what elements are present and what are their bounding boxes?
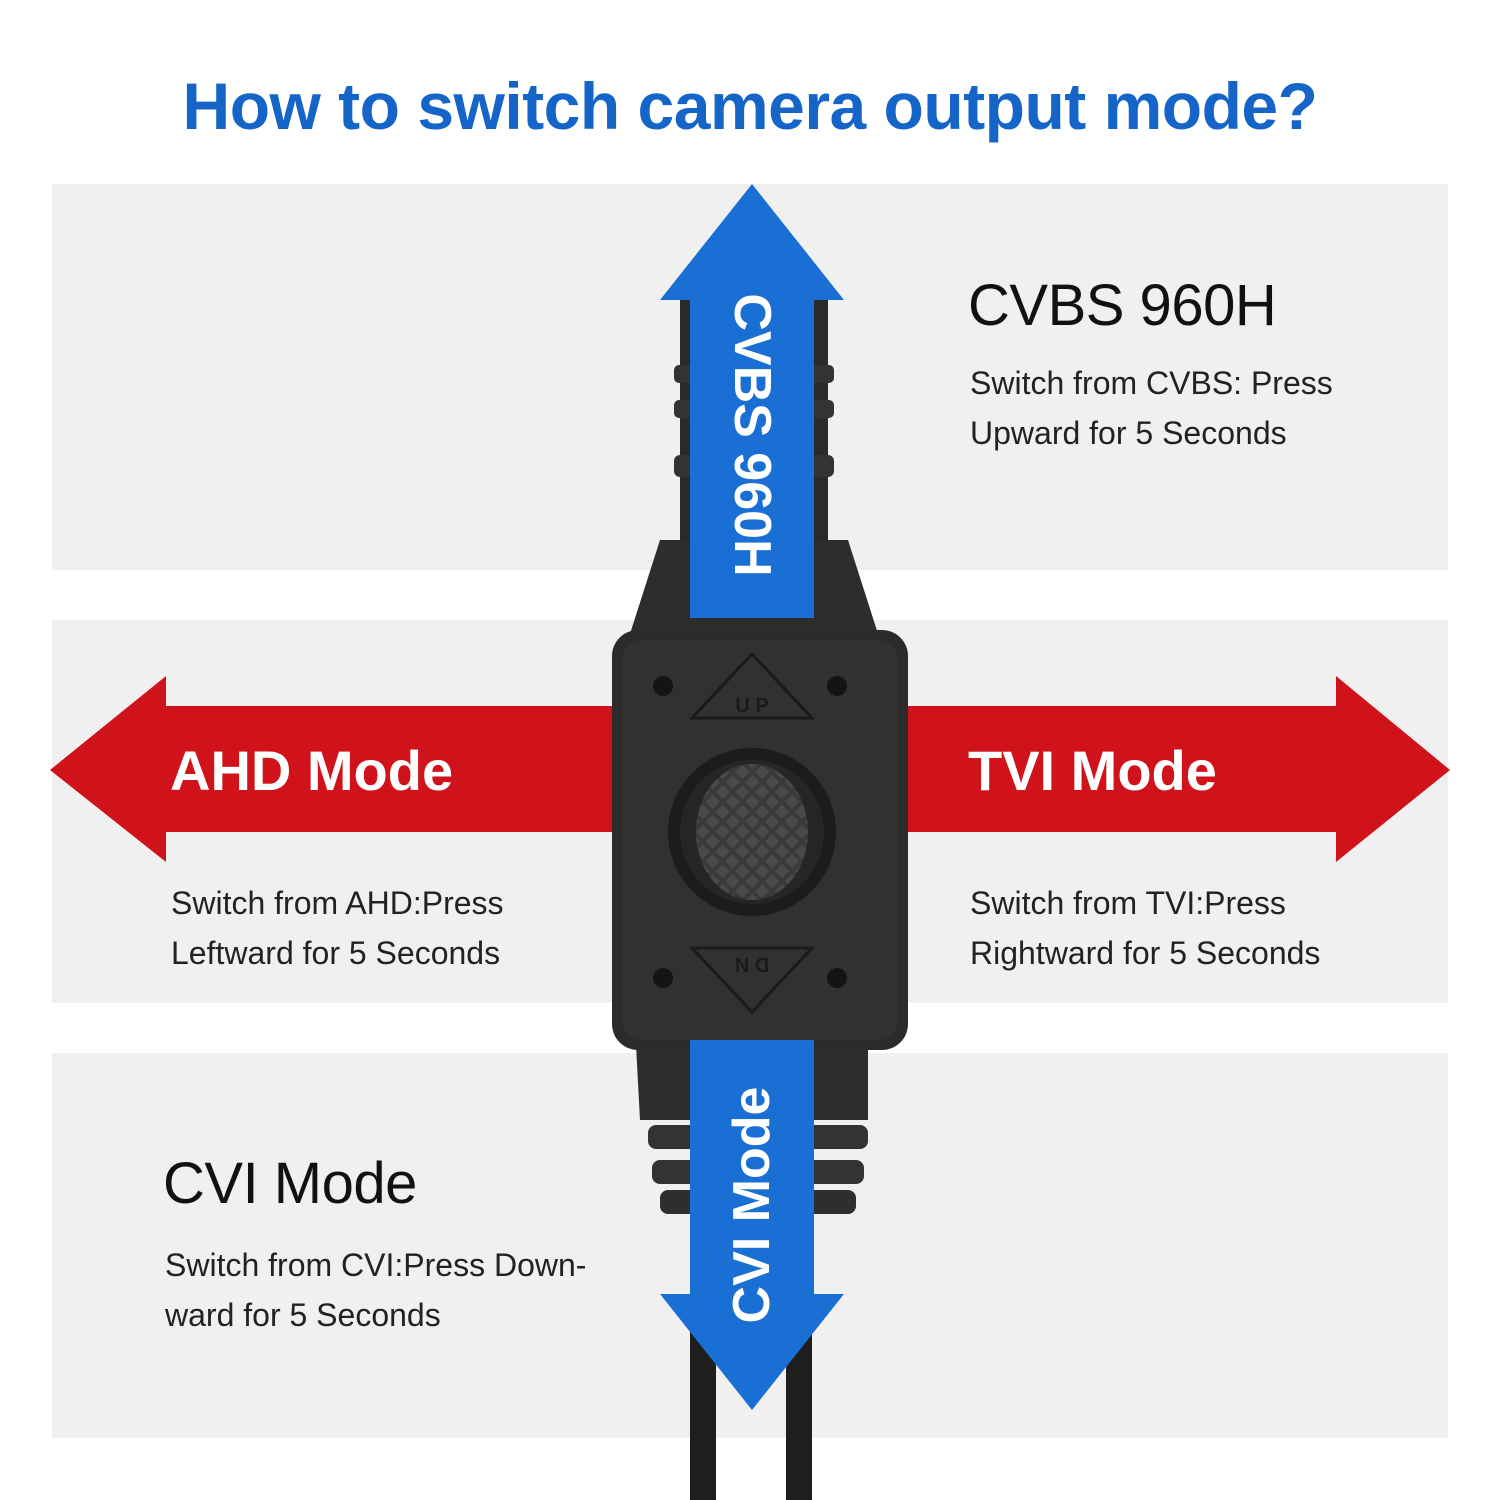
- cvi-arrow-label: CVI Mode: [723, 1086, 781, 1324]
- cvi-heading: CVI Mode: [163, 1151, 417, 1216]
- ahd-desc-line: Switch from AHD:Press: [171, 885, 504, 921]
- tvi-arrow-label: TVI Mode: [968, 739, 1217, 802]
- tvi-description: Switch from TVI:Press Rightward for 5 Se…: [970, 878, 1320, 978]
- cvi-desc-line: Switch from CVI:Press Down-: [165, 1247, 587, 1283]
- tvi-desc-line: Rightward for 5 Seconds: [970, 935, 1321, 971]
- up-triangle-icon: [688, 651, 816, 720]
- right-arrow: [908, 676, 1450, 862]
- down-arrow: [660, 1040, 844, 1410]
- ahd-desc-line: Leftward for 5 Seconds: [171, 935, 501, 971]
- cvbs-heading: CVBS 960H: [968, 273, 1277, 338]
- up-marking: U P: [735, 695, 768, 717]
- cvbs-desc-line: Switch from CVBS: Press: [970, 365, 1333, 401]
- down-triangle-icon: [688, 946, 816, 1015]
- joystick-knob: [696, 764, 808, 900]
- cvbs-desc-line: Upward for 5 Seconds: [970, 415, 1287, 451]
- cvi-desc-line: ward for 5 Seconds: [165, 1297, 441, 1333]
- screw-hole: [827, 968, 847, 988]
- tvi-desc-line: Switch from TVI:Press: [970, 885, 1286, 921]
- up-arrow: [660, 184, 844, 618]
- cvbs-arrow-label: CVBS 960H: [723, 293, 781, 577]
- ahd-description: Switch from AHD:Press Leftward for 5 Sec…: [171, 878, 504, 978]
- cvi-description: Switch from CVI:Press Down- ward for 5 S…: [165, 1240, 586, 1340]
- screw-hole: [827, 676, 847, 696]
- ahd-arrow-label: AHD Mode: [170, 739, 454, 802]
- switch-body: U P D N: [612, 630, 908, 1050]
- left-arrow: [50, 676, 612, 862]
- down-marking: D N: [735, 953, 769, 975]
- screw-hole: [653, 968, 673, 988]
- page-title: How to switch camera output mode?: [182, 69, 1318, 143]
- screw-hole: [653, 676, 673, 696]
- cvbs-description: Switch from CVBS: Press Upward for 5 Sec…: [970, 358, 1333, 458]
